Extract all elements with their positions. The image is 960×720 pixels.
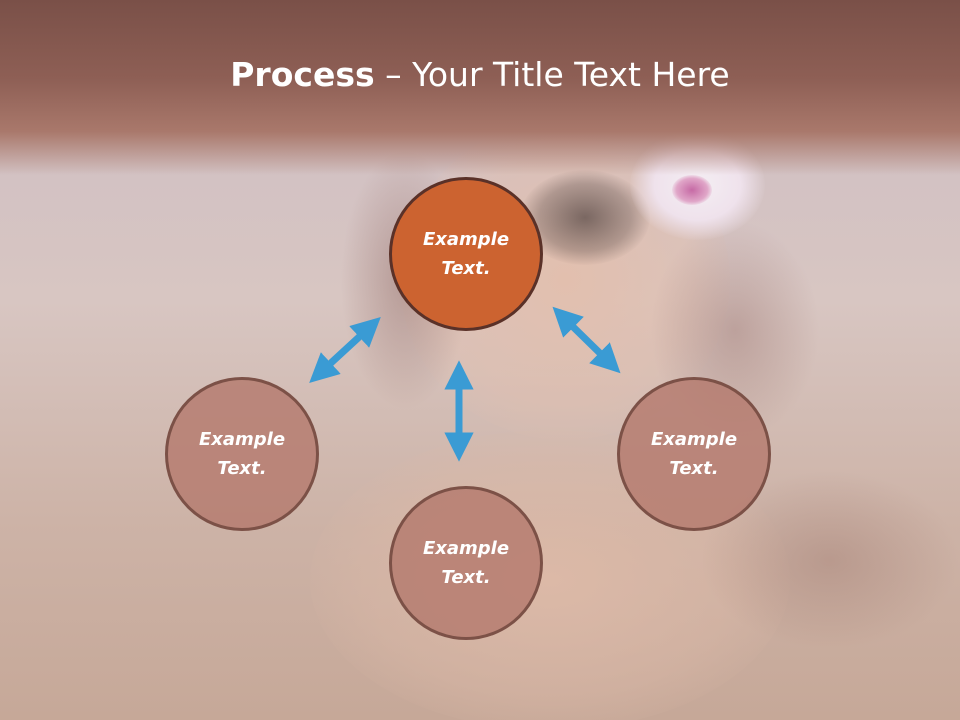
title-rest: – Your Title Text Here: [374, 55, 730, 94]
process-node-bottom[interactable]: Example Text.: [389, 486, 543, 640]
node-right-line1: Example: [650, 429, 738, 450]
process-node-top[interactable]: Example Text.: [389, 177, 543, 331]
node-top-line2: Text.: [441, 258, 491, 279]
node-right-text: Example Text.: [651, 425, 737, 483]
node-left-line2: Text.: [217, 458, 267, 479]
title-bold: Process: [230, 55, 375, 94]
node-bottom-text: Example Text.: [423, 534, 509, 592]
node-left-line1: Example: [198, 429, 286, 450]
background-photo-flower-center: [672, 175, 712, 205]
node-right-line2: Text.: [669, 458, 719, 479]
process-node-left[interactable]: Example Text.: [165, 377, 319, 531]
node-left-text: Example Text.: [199, 425, 285, 483]
node-top-text: Example Text.: [423, 225, 509, 283]
slide-title: Process – Your Title Text Here: [0, 52, 960, 98]
node-bottom-line1: Example: [422, 538, 510, 559]
process-node-right[interactable]: Example Text.: [617, 377, 771, 531]
title-band: [0, 0, 960, 175]
node-bottom-line2: Text.: [441, 567, 491, 588]
node-top-line1: Example: [422, 229, 510, 250]
